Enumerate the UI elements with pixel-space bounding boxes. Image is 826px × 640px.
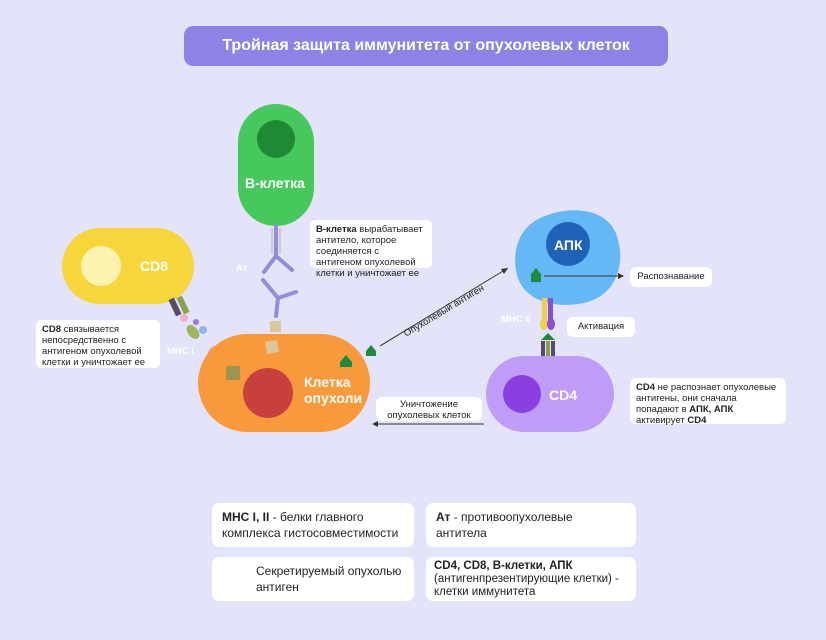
mhc1-dot-purple [193, 319, 199, 325]
legend-at: Ат - противоопухолевые антитела [426, 503, 636, 547]
arrowhead-destruction [372, 421, 378, 427]
legend-cells-bold: CD4, CD8, В-клетки, АПК [434, 560, 573, 572]
bcell-note-bold: В-клетка [316, 224, 357, 235]
cd8-note-text: связывается непосредственно с антигеном … [42, 324, 146, 368]
tumor-label-line2: опухоли [304, 390, 363, 406]
cd4-receptor-1 [541, 341, 545, 357]
legend-cells-text: (антигенпрезентирующие клетки) - клетки … [434, 573, 619, 598]
mhc1-label: MHC I [167, 346, 194, 357]
bcell-note-text: вырабатывает антитело, которое соединяет… [316, 224, 423, 279]
cd4-note-bold1: CD4 [636, 382, 656, 393]
cd4-cell [486, 356, 614, 432]
arrowhead-recognition [618, 273, 624, 279]
legend-mhc-bold: MHC I, II [222, 510, 270, 524]
arrowhead-apc [501, 268, 508, 274]
cd4-receptor-3 [551, 341, 555, 357]
antibody-upper [262, 224, 294, 274]
antibody-label: Ат [236, 263, 248, 274]
antibody-bound-antigen [270, 321, 281, 332]
cd4-nucleus [503, 375, 541, 413]
mhc2-bead-yellow [540, 318, 548, 330]
mhc2-yellow [542, 298, 547, 324]
cd8-note-bold: CD8 [42, 324, 62, 335]
cd8-nucleus [81, 246, 121, 286]
mhc1-molecule [186, 325, 200, 339]
secreted-antigen [366, 345, 376, 356]
tumor-antigen-square-2 [265, 340, 279, 354]
cd4-receptor-2 [546, 341, 550, 357]
legend-at-bold: Ат [436, 510, 451, 524]
legend-at-text: - противоопухолевые антитела [436, 510, 573, 540]
mhc2-antigen [541, 333, 555, 340]
b-cell-nucleus [257, 120, 295, 158]
cd8-label: CD8 [140, 258, 169, 274]
cd4-label: CD4 [549, 387, 578, 403]
page-title: Тройная защита иммунитета от опухолевых … [184, 26, 668, 66]
legend-mhc: MHC I, II - белки главного комплекса гис… [212, 503, 414, 547]
apc-label: АПК [554, 237, 583, 253]
b-cell [238, 104, 314, 226]
b-cell-label: В-клетка [245, 175, 305, 191]
apc-nucleus [546, 222, 590, 266]
legend-antigen-text: Секретируемый опухолью антиген [256, 564, 402, 594]
mhc1-dot-pink [180, 314, 188, 322]
cd4-note: CD4 не распознает опухолевые антигены, о… [630, 378, 786, 426]
legend-cells: CD4, CD8, В-клетки, АПК (антигенпрезенти… [426, 557, 636, 601]
destruction-line2: опухолевых клеток [387, 410, 471, 421]
bcell-note: В-клетка вырабатывает антитело, которое … [310, 220, 432, 279]
cd8-receptor-2 [176, 295, 190, 315]
tumor-antigen-green [340, 355, 352, 367]
cd4-note-bold3: CD4 [687, 415, 707, 426]
arrows [376, 267, 620, 425]
legend-antigen: Секретируемый опухолью антиген [212, 557, 414, 601]
mhc2-purple [548, 298, 553, 324]
antibody-lower [261, 278, 298, 318]
activation-label: Активация [567, 317, 635, 337]
cd8-note: CD8 связывается непосредственно с антиге… [36, 320, 160, 368]
cd4-note-bold2: АПК, АПК [689, 404, 734, 415]
antigen-to-apc-arrow [379, 267, 509, 347]
antibody-upper-inner [271, 228, 281, 254]
tumor-label-line1: Клетка [304, 374, 351, 390]
mhc2-bead-purple [547, 318, 555, 330]
destruction-label: Уничтожение опухолевых клеток [376, 397, 482, 421]
cd8-receptor [168, 297, 182, 317]
recognition-label: Распознавание [630, 267, 712, 287]
apc-antigen-base [531, 276, 541, 282]
cd4-note-text1: не распознает опухолевые антигены, они с… [636, 382, 777, 415]
apc-antigen [531, 268, 541, 276]
destruction-line1: Уничтожение [399, 399, 458, 410]
legend-mhc-text: - белки главного комплекса гистосовмести… [222, 510, 399, 540]
cd4-note-text2: активирует [636, 415, 688, 426]
mhc2-label: MHC II [501, 314, 531, 325]
mhc1-dot-blue [199, 326, 207, 334]
tumor-nucleus [243, 368, 293, 418]
tumor-antigen-square [226, 366, 240, 380]
